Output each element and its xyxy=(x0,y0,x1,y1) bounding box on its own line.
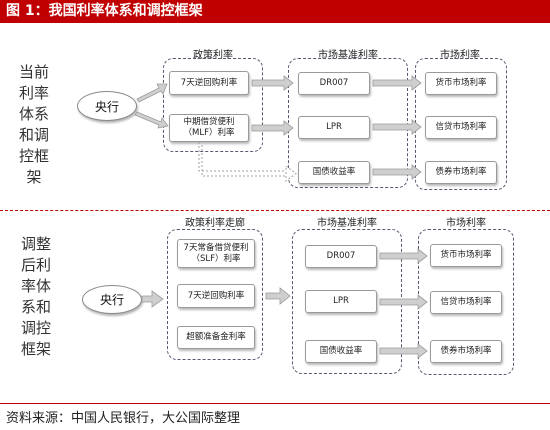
bottom-policy-box-2: 超额准备金利率 xyxy=(177,326,255,349)
bottom-col-title-benchmark: 市场基准利率 xyxy=(317,218,377,229)
bottom-policy-box-1: 7天逆回购利率 xyxy=(177,284,255,308)
bottom-benchmark-box-2: 国债收益率 xyxy=(305,340,377,363)
bottom-market-box-2: 债券市场利率 xyxy=(430,340,502,363)
top-benchmark-box-1: LPR xyxy=(298,116,370,139)
top-col-title-policy: 政策利率 xyxy=(193,50,233,61)
arrow-top-policy-to-dr007 xyxy=(251,75,294,91)
bottom-col-title-policy: 政策利率走廊 xyxy=(185,218,245,229)
arrow-top-benchmark-to-market-2 xyxy=(372,164,422,180)
arrow-top-bank-to-policy-1 xyxy=(134,111,169,129)
arrow-bottom-bank-to-policy xyxy=(141,290,164,308)
bottom-side-label: 调整 后利 率体 系和 调控 框架 xyxy=(20,235,51,358)
bottom-policy-group xyxy=(167,229,263,360)
arrow-bottom-benchmark-to-market-1 xyxy=(379,294,428,310)
bottom-central-bank-node: 央行 xyxy=(82,285,142,314)
bottom-benchmark-box-1: LPR xyxy=(305,290,377,313)
top-benchmark-box-2: 国债收益率 xyxy=(298,161,370,184)
section-divider xyxy=(0,210,550,211)
figure-title: 图 1：我国利率体系和调控框架 xyxy=(0,0,550,23)
bottom-market-box-0: 货币市场利率 xyxy=(430,244,502,267)
top-benchmark-box-0: DR007 xyxy=(298,72,370,95)
arrow-bottom-benchmark-to-market-2 xyxy=(379,343,428,359)
top-central-bank-node: 央行 xyxy=(77,91,137,121)
bottom-benchmark-box-0: DR007 xyxy=(305,245,377,268)
footer-divider xyxy=(0,403,550,404)
arrow-top-policy-to-lpr xyxy=(251,120,294,136)
bottom-policy-box-0: 7天常备借贷便利 （SLF）利率 xyxy=(177,239,255,268)
top-col-title-market: 市场利率 xyxy=(440,50,480,61)
top-benchmark-group xyxy=(288,58,408,188)
top-market-box-1: 信贷市场利率 xyxy=(425,116,497,139)
top-policy-box-1: 中期借贷便利 （MLF）利率 xyxy=(169,114,249,142)
arrow-top-mlf-to-treasury-head xyxy=(285,165,297,182)
arrow-top-benchmark-to-market-0 xyxy=(372,75,422,91)
top-market-box-2: 债券市场利率 xyxy=(425,161,497,184)
top-policy-group xyxy=(163,58,263,152)
arrow-top-bank-to-policy-0 xyxy=(136,83,168,103)
arrow-bottom-benchmark-to-market-0 xyxy=(379,248,428,264)
top-side-label: 当前 利率 体系 和调 控框 架 xyxy=(18,63,49,186)
top-policy-box-0: 7天逆回购利率 xyxy=(169,71,249,95)
bottom-col-title-market: 市场利率 xyxy=(446,218,486,229)
source-note: 资料来源：中国人民银行，大公国际整理 xyxy=(6,411,241,426)
arrow-top-mlf-to-treasury xyxy=(198,142,286,177)
bottom-market-box-1: 信贷市场利率 xyxy=(430,291,502,314)
top-market-box-0: 货币市场利率 xyxy=(425,72,497,95)
arrow-bottom-policy-to-benchmark xyxy=(265,287,291,305)
top-col-title-benchmark: 市场基准利率 xyxy=(318,50,378,61)
arrow-top-benchmark-to-market-1 xyxy=(372,119,422,135)
